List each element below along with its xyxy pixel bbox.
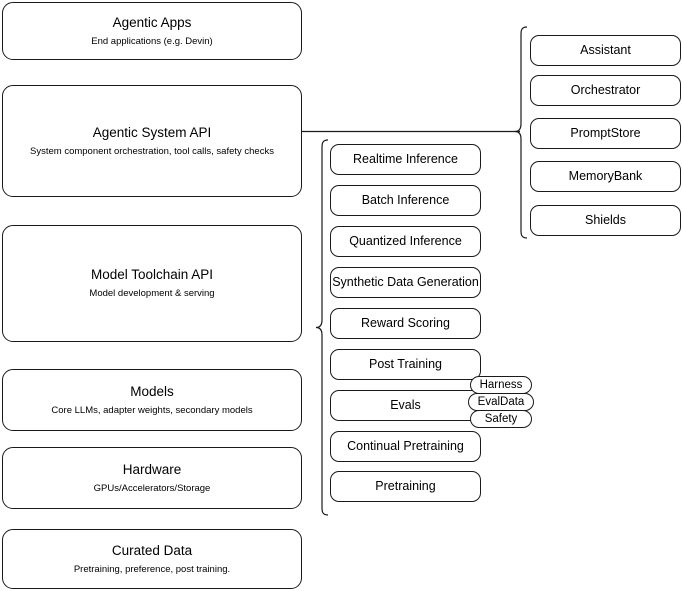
layer-subtitle: End applications (e.g. Devin) <box>91 35 213 47</box>
toolchain-label: Reward Scoring <box>361 315 450 330</box>
layer-box-agentic-system-api[interactable]: Agentic System API System component orch… <box>2 85 302 197</box>
toolchain-label: Synthetic Data Generation <box>332 274 479 289</box>
layer-title: Agentic System API <box>92 124 212 140</box>
toolchain-box-realtime-inference[interactable]: Realtime Inference <box>330 144 481 175</box>
toolchain-box-post-training[interactable]: Post Training <box>330 349 481 380</box>
eval-badge-label: EvalData <box>477 396 525 408</box>
layer-title: Agentic Apps <box>112 14 192 30</box>
layer-subtitle: GPUs/Accelerators/Storage <box>93 482 211 494</box>
layer-subtitle: Pretraining, preference, post training. <box>73 563 231 575</box>
layer-title: Model Toolchain API <box>90 267 214 283</box>
layer-box-model-toolchain-api[interactable]: Model Toolchain API Model development & … <box>2 225 302 342</box>
layer-title: Models <box>130 383 174 399</box>
eval-badge-evaldata[interactable]: EvalData <box>468 393 534 411</box>
eval-badge-label: Harness <box>479 379 523 391</box>
agentic-label: Orchestrator <box>570 82 641 97</box>
agentic-box-memorybank[interactable]: MemoryBank <box>530 161 681 192</box>
layer-box-models[interactable]: Models Core LLMs, adapter weights, secon… <box>2 369 302 431</box>
eval-badge-safety[interactable]: Safety <box>470 410 532 428</box>
toolchain-box-batch-inference[interactable]: Batch Inference <box>330 185 481 216</box>
agentic-label: Assistant <box>580 42 631 57</box>
layer-box-curated-data[interactable]: Curated Data Pretraining, preference, po… <box>2 529 302 589</box>
toolchain-label: Evals <box>390 397 421 412</box>
layer-subtitle: System component orchestration, tool cal… <box>30 145 274 157</box>
toolchain-box-evals[interactable]: Evals <box>330 390 481 421</box>
agentic-box-orchestrator[interactable]: Orchestrator <box>530 75 681 106</box>
toolchain-label: Realtime Inference <box>353 151 458 166</box>
layer-subtitle: Core LLMs, adapter weights, secondary mo… <box>51 404 253 416</box>
agentic-box-promptstore[interactable]: PromptStore <box>530 118 681 149</box>
layer-title: Curated Data <box>111 542 193 558</box>
toolchain-label: Continual Pretraining <box>347 438 464 453</box>
agentic-box-assistant[interactable]: Assistant <box>530 35 681 66</box>
toolchain-box-synthetic-data-generation[interactable]: Synthetic Data Generation <box>330 267 481 298</box>
agentic-label: MemoryBank <box>568 168 643 183</box>
layer-box-agentic-apps[interactable]: Agentic Apps End applications (e.g. Devi… <box>2 2 302 60</box>
agentic-label: PromptStore <box>570 125 641 140</box>
toolchain-label: Quantized Inference <box>349 233 462 248</box>
layer-title: Hardware <box>122 461 182 477</box>
toolchain-box-reward-scoring[interactable]: Reward Scoring <box>330 308 481 339</box>
eval-badge-harness[interactable]: Harness <box>470 376 532 394</box>
toolchain-box-continual-pretraining[interactable]: Continual Pretraining <box>330 431 481 462</box>
agentic-label: Shields <box>585 212 626 227</box>
toolchain-label: Post Training <box>369 356 442 371</box>
toolchain-label: Pretraining <box>375 478 436 493</box>
eval-badge-label: Safety <box>484 413 518 425</box>
toolchain-label: Batch Inference <box>361 192 450 207</box>
agentic-box-shields[interactable]: Shields <box>530 205 681 236</box>
brace-toolchain-components <box>315 139 329 516</box>
toolchain-box-pretraining[interactable]: Pretraining <box>330 471 481 502</box>
layer-subtitle: Model development & serving <box>89 288 215 299</box>
brace-agentic-system-components <box>514 26 528 239</box>
toolchain-box-quantized-inference[interactable]: Quantized Inference <box>330 226 481 257</box>
layer-box-hardware[interactable]: Hardware GPUs/Accelerators/Storage <box>2 447 302 509</box>
